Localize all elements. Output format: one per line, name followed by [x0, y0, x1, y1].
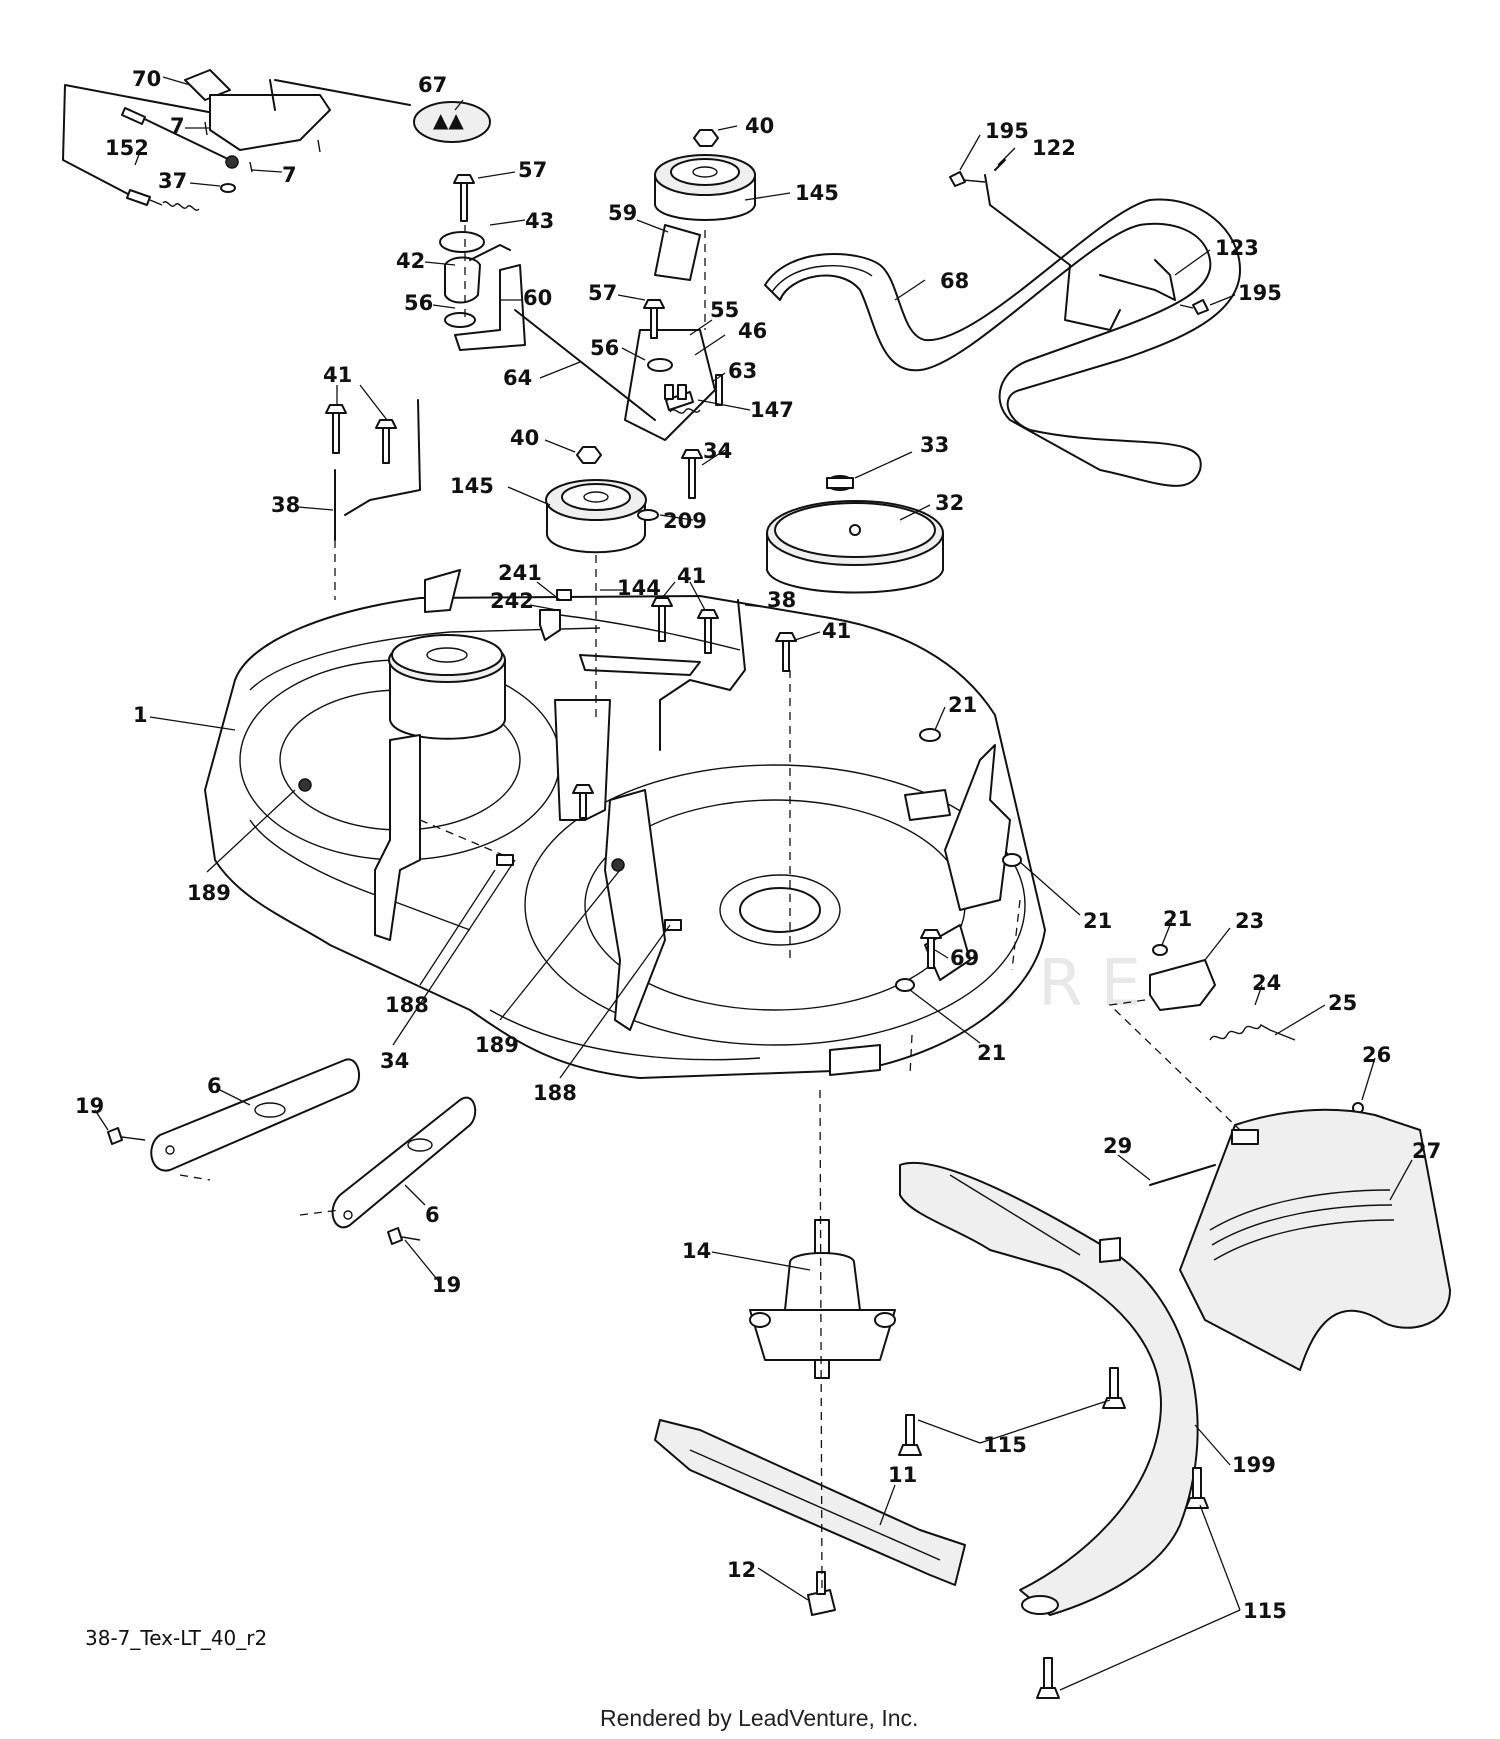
callout-label: 115 [1243, 1599, 1287, 1623]
callout-label: 38 [271, 493, 300, 517]
callout-label: 6 [207, 1074, 222, 1098]
callout-label: 21 [948, 693, 977, 717]
callout-label: 144 [617, 576, 661, 600]
callout-label: 64 [503, 366, 532, 390]
callout-label: 46 [738, 319, 767, 343]
blade-spindle[interactable] [749, 1219, 896, 1379]
callout-label: 7 [282, 163, 297, 187]
callout-label: 11 [888, 1463, 917, 1487]
callout-label: 56 [404, 291, 433, 315]
callout-label: 19 [432, 1273, 461, 1297]
callout-label: 23 [1235, 909, 1264, 933]
callout-label: 188 [533, 1081, 577, 1105]
callout-label: 122 [1032, 136, 1076, 160]
callout-label: 12 [727, 1558, 756, 1582]
callout-label: 41 [677, 564, 706, 588]
deck-hardware[interactable] [298, 589, 1022, 992]
callout-label: 25 [1328, 991, 1357, 1015]
callout-label: 145 [795, 181, 839, 205]
callout-label: 63 [728, 359, 757, 383]
callout-label: 19 [75, 1094, 104, 1118]
callout-label: 33 [920, 433, 949, 457]
callout-label: 21 [977, 1041, 1006, 1065]
callout-label: 37 [158, 169, 187, 193]
idler-pulley-upper[interactable] [654, 129, 756, 221]
callout-label: 40 [510, 426, 539, 450]
callout-label: 55 [710, 298, 739, 322]
drive-belt[interactable] [764, 198, 1241, 487]
callout-label: 147 [750, 398, 794, 422]
callout-label: 209 [663, 509, 707, 533]
callout-label: 41 [323, 363, 352, 387]
leader-lines [94, 76, 1413, 1691]
callout-label: 24 [1252, 971, 1281, 995]
callout-label: 38 [767, 588, 796, 612]
callout-label: 34 [380, 1049, 409, 1073]
callout-label: 14 [682, 1239, 711, 1263]
callout-label: 1 [133, 703, 148, 727]
callout-label: 67 [418, 73, 447, 97]
assembly-center-lines [179, 225, 1241, 1591]
deck-brackets[interactable] [374, 654, 951, 1031]
callout-label: 145 [450, 474, 494, 498]
callout-label: 69 [950, 946, 979, 970]
callout-label: 68 [940, 269, 969, 293]
callout-label: 21 [1163, 907, 1192, 931]
callout-label: 188 [385, 993, 429, 1017]
callout-label: 189 [187, 881, 231, 905]
drawing-id: 38-7_Tex-LT_40_r2 [85, 1626, 267, 1650]
callout-label: 57 [588, 281, 617, 305]
footer-credit: Rendered by LeadVenture, Inc. [600, 1705, 918, 1731]
callout-labels: 70 67 7 152 7 37 57 43 42 60 56 40 145 5… [75, 67, 1441, 1623]
callout-label: 195 [985, 119, 1029, 143]
callout-label: 43 [525, 209, 554, 233]
deck-spindle-pulley[interactable] [388, 634, 506, 740]
callout-label: 41 [822, 619, 851, 643]
stabilizer-brackets[interactable] [107, 1058, 477, 1245]
callout-label: 7 [170, 114, 185, 138]
idler-arm-brackets[interactable] [439, 224, 723, 521]
callout-label: 6 [425, 1203, 440, 1227]
callout-label: 241 [498, 561, 542, 585]
callout-label: 32 [935, 491, 964, 515]
callout-label: 152 [105, 136, 149, 160]
callout-label: 242 [490, 589, 534, 613]
main-pulley[interactable] [766, 475, 944, 594]
belt-guides[interactable] [949, 159, 1209, 331]
callout-label: 123 [1215, 236, 1259, 260]
lever-knob-marking: ▲▲ [433, 108, 464, 132]
callout-label: 59 [608, 201, 637, 225]
blade-guard[interactable] [898, 1162, 1209, 1699]
callout-label: 42 [396, 249, 425, 273]
callout-label: 115 [983, 1433, 1027, 1457]
callout-label: 56 [590, 336, 619, 360]
mower-blade[interactable] [654, 1419, 966, 1616]
callout-label: 26 [1362, 1043, 1391, 1067]
callout-label: 29 [1103, 1134, 1132, 1158]
idler-pulley-lower[interactable] [545, 446, 647, 554]
bolts[interactable] [325, 174, 942, 969]
engagement-cable-assembly[interactable]: ▲▲ [62, 69, 491, 211]
callout-label: 189 [475, 1033, 519, 1057]
discharge-deflector[interactable] [1149, 1108, 1451, 1371]
callout-label: 70 [132, 67, 161, 91]
deflector-bracket-and-spring[interactable] [1149, 944, 1364, 1114]
callout-label: 27 [1412, 1139, 1441, 1163]
callout-label: 199 [1232, 1453, 1276, 1477]
callout-label: 195 [1238, 281, 1282, 305]
callout-label: 21 [1083, 909, 1112, 933]
callout-label: 40 [745, 114, 774, 138]
callout-label: 60 [523, 286, 552, 310]
callout-label: 57 [518, 158, 547, 182]
lift-rods[interactable] [334, 399, 746, 751]
callout-label: 34 [703, 439, 732, 463]
